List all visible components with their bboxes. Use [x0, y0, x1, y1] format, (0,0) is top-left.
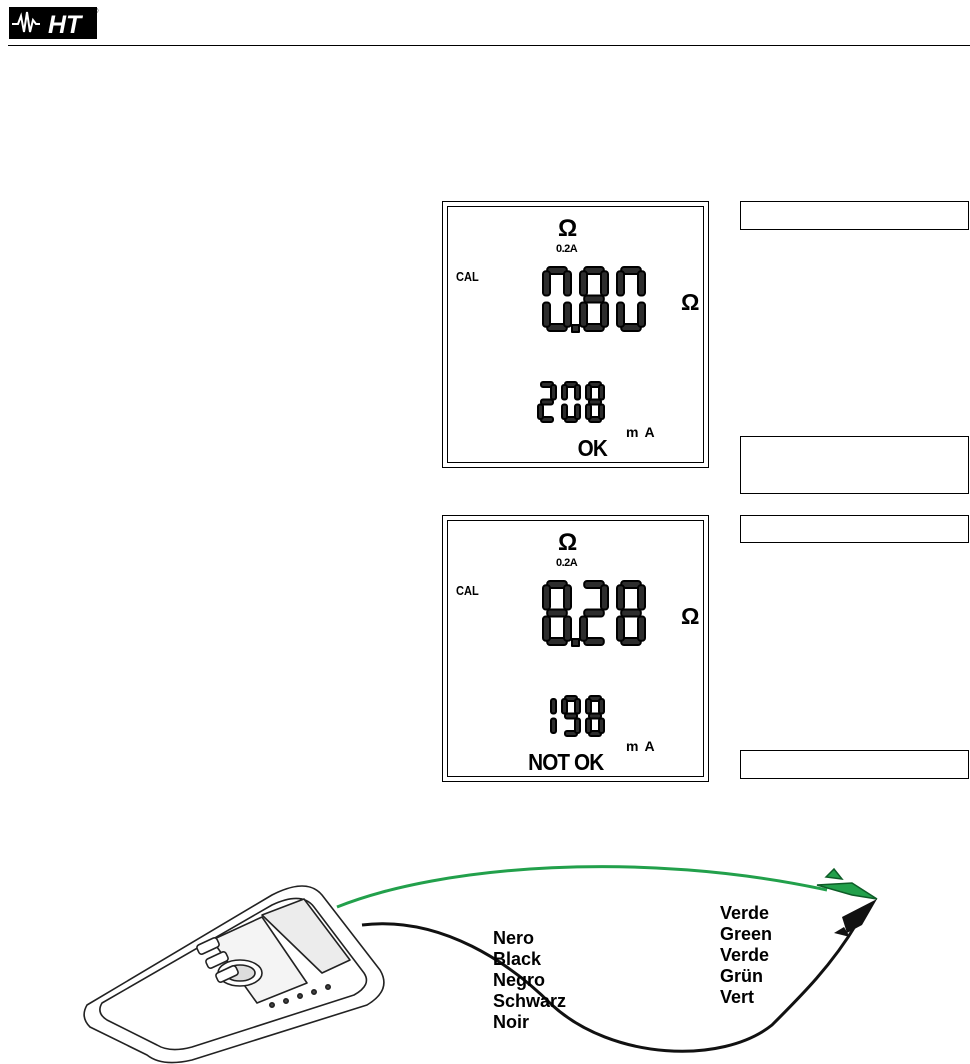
verdict-label: OK — [577, 435, 608, 461]
lcd-display-ok: Ω 0.2A CAL Ω mA OK — [442, 201, 709, 468]
current-reading — [537, 381, 605, 423]
lead-label: Black — [493, 949, 542, 969]
segment-e — [579, 301, 588, 328]
ohm-unit-icon: Ω — [681, 289, 700, 315]
segment-c — [563, 615, 572, 642]
lead-label: Green — [720, 924, 773, 944]
segment-b — [598, 698, 605, 715]
note-box — [740, 750, 969, 779]
black-clip-icon — [834, 899, 877, 937]
segment-c — [550, 717, 557, 734]
cal-indicator: CAL — [456, 583, 479, 598]
segment-e — [616, 301, 625, 328]
segment-b — [550, 384, 557, 401]
segment-e — [585, 403, 592, 420]
device-illustration — [83, 865, 878, 1064]
header-rule — [8, 45, 970, 46]
lcd-frame: Ω 0.2A CAL Ω mA NOT OK — [447, 520, 704, 777]
segment-c — [600, 301, 609, 328]
lead-label: Schwarz — [493, 991, 567, 1011]
ohm-mode-icon: Ω — [558, 529, 578, 556]
segment-b — [600, 584, 609, 611]
segment-c — [637, 615, 646, 642]
segment-g — [540, 398, 554, 406]
segment-f — [616, 584, 625, 611]
segment-f — [616, 270, 625, 297]
registered-mark: ® — [94, 8, 99, 15]
note-box — [740, 436, 969, 494]
segment-b — [550, 698, 557, 715]
ht-logo: HT ® — [9, 7, 99, 39]
segment-b — [598, 384, 605, 401]
verdict-label: NOT OK — [528, 749, 604, 775]
segment-f — [585, 698, 592, 715]
decimal-point — [571, 324, 580, 333]
segment-b — [637, 584, 646, 611]
lcd-frame: Ω 0.2A CAL Ω mA OK — [447, 206, 704, 463]
segment-f — [579, 270, 588, 297]
current-unit: mA — [626, 424, 661, 440]
segment-e — [542, 301, 551, 328]
segment-c — [598, 403, 605, 420]
segment-g — [564, 712, 578, 720]
segment-f — [561, 384, 568, 401]
range-label: 0.2A — [556, 557, 578, 569]
current-unit: mA — [626, 738, 661, 754]
segment-b — [563, 584, 572, 611]
lead-label: Verde — [720, 945, 770, 965]
lead-label: Nero — [493, 928, 535, 948]
logo-text: HT — [48, 11, 84, 39]
black-lead-labels: Nero Black Negro Schwarz Noir — [493, 928, 566, 1033]
lead-label: Negro — [493, 970, 546, 990]
segment-e — [616, 615, 625, 642]
lead-label: Verde — [720, 903, 770, 923]
segment-c — [637, 301, 646, 328]
ohm-unit-icon: Ω — [681, 603, 700, 629]
green-test-lead — [336, 865, 828, 909]
cal-indicator: CAL — [456, 269, 479, 284]
note-box — [740, 515, 969, 543]
segment-f — [585, 384, 592, 401]
black-test-lead — [361, 922, 859, 1053]
note-box — [740, 201, 969, 230]
green-clip-icon — [816, 867, 878, 900]
segment-b — [574, 384, 581, 401]
green-lead-labels: Verde Green Verde Grün Vert — [720, 903, 772, 1008]
current-reading — [550, 695, 605, 737]
segment-b — [637, 270, 646, 297]
segment-e — [585, 717, 592, 734]
lead-label: Grün — [720, 966, 763, 986]
segment-g — [583, 608, 605, 618]
range-label: 0.2A — [556, 243, 578, 255]
segment-g — [588, 398, 602, 406]
segment-e — [542, 615, 551, 642]
segment-b — [600, 270, 609, 297]
lcd-display-not-ok: Ω 0.2A CAL Ω mA NOT OK — [442, 515, 709, 782]
segment-g — [588, 712, 602, 720]
segment-c — [563, 301, 572, 328]
segment-g — [546, 608, 568, 618]
segment-f — [561, 698, 568, 715]
segment-b — [563, 270, 572, 297]
main-reading — [542, 580, 646, 647]
segment-g — [620, 608, 642, 618]
segment-e — [561, 403, 568, 420]
segment-c — [574, 403, 581, 420]
main-reading — [542, 266, 646, 333]
decimal-point — [571, 638, 580, 647]
segment-f — [542, 270, 551, 297]
ohm-mode-icon: Ω — [558, 215, 578, 242]
lead-label: Noir — [493, 1012, 529, 1032]
lead-label: Vert — [720, 987, 755, 1007]
segment-e — [537, 403, 544, 420]
segment-b — [574, 698, 581, 715]
segment-c — [574, 717, 581, 734]
tester-device-icon — [83, 885, 385, 1064]
segment-c — [598, 717, 605, 734]
segment-g — [583, 294, 605, 304]
segment-f — [542, 584, 551, 611]
segment-e — [579, 615, 588, 642]
